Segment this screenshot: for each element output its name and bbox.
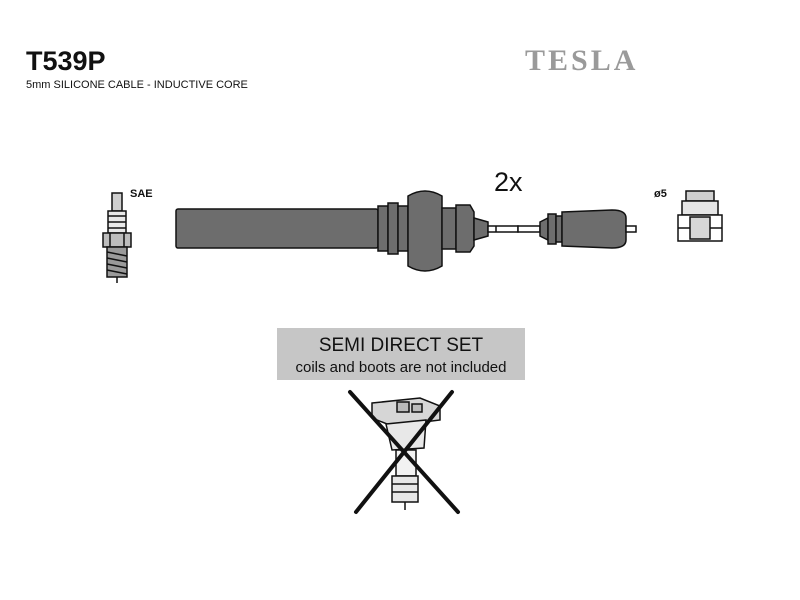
coil-boot-icon bbox=[175, 190, 489, 272]
notice-title: SEMI DIRECT SET bbox=[318, 335, 484, 356]
spark-plug-icon bbox=[102, 192, 132, 283]
spark-plug-label: SAE bbox=[130, 188, 153, 200]
quantity-label: 2x bbox=[494, 167, 523, 197]
terminal-diameter-label: ø5 bbox=[654, 188, 667, 200]
cable-description: 5mm SILICONE CABLE - INDUCTIVE CORE bbox=[26, 79, 248, 91]
brand-logo: TESLA bbox=[525, 44, 639, 77]
ignition-coil-icon bbox=[371, 397, 441, 510]
part-number-title: T539P bbox=[26, 46, 106, 76]
cable-wire bbox=[487, 225, 541, 233]
terminal-connector-icon bbox=[677, 190, 723, 242]
notice-note: coils and boots are not included bbox=[295, 359, 507, 376]
plug-boot-icon bbox=[539, 209, 637, 249]
excluded-cross-icon bbox=[348, 390, 460, 514]
semi-direct-set-notice: SEMI DIRECT SET coils and boots are not … bbox=[277, 328, 525, 380]
